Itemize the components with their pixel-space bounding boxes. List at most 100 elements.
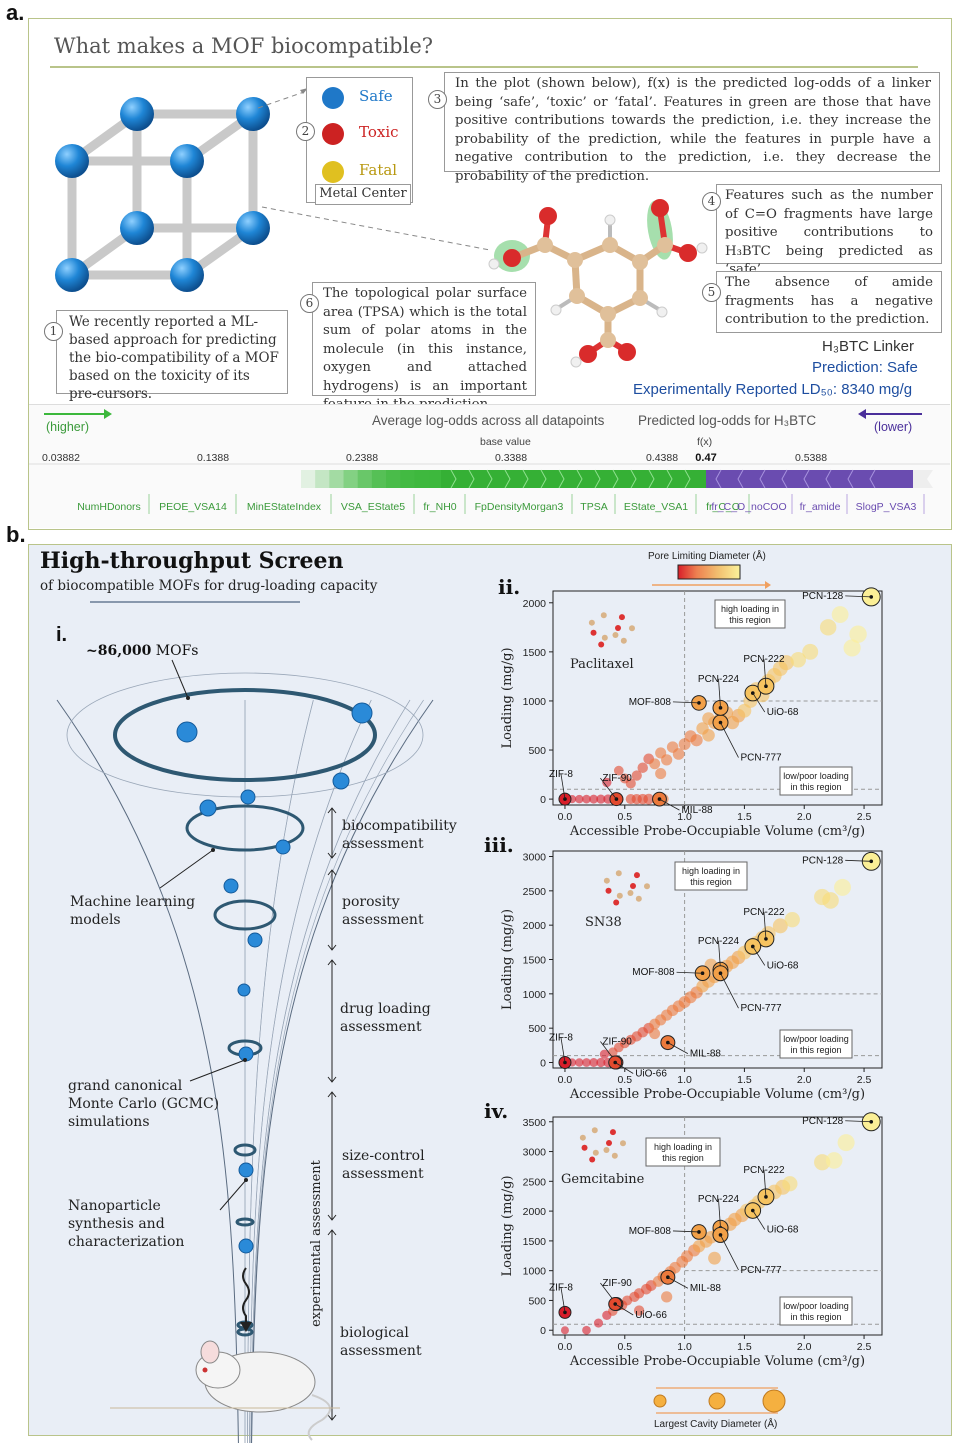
- low-region-box: [779, 1296, 853, 1326]
- funnel-ring: [113, 688, 377, 782]
- shap-chevron: [666, 469, 673, 489]
- fx-label: f(x): [697, 436, 713, 448]
- marker-1: 1: [44, 322, 63, 341]
- low-region-box: [779, 1029, 853, 1059]
- mouse-icon: [110, 1340, 340, 1441]
- lower-arrow: [858, 409, 922, 419]
- drug-molecule-atom: [616, 892, 623, 899]
- drug-name: SN38: [585, 915, 622, 930]
- mof-ball: [199, 799, 217, 817]
- y-axis-label: Loading (mg/g): [500, 909, 515, 1010]
- y-tick-label: 1500: [523, 955, 547, 967]
- mof-label: MIL-88: [690, 1049, 722, 1060]
- pld-legend-label: Pore Limiting Diameter (Å): [648, 551, 766, 562]
- plot-panel-label: ii.: [498, 575, 520, 599]
- x-tick-label: 2.5: [857, 1074, 872, 1086]
- mof-label: UiO-66: [635, 1069, 667, 1080]
- drug-molecule-atom: [615, 870, 622, 877]
- high-region-text: high loading in: [682, 866, 740, 876]
- shap-feature-positive: NumHDonors: [77, 501, 141, 513]
- title-underline: [50, 66, 918, 68]
- drug-molecule-atom: [615, 625, 621, 631]
- y-tick-label: 2000: [523, 920, 547, 932]
- y-tick-label: 1500: [523, 647, 547, 659]
- mof-cube-diagram: [55, 97, 270, 292]
- shap-feature-positive: MinEStateIndex: [247, 501, 322, 513]
- data-point: [589, 1058, 599, 1067]
- low-region-text: low/poor loading: [783, 1301, 849, 1311]
- shap-chevron: [803, 469, 810, 489]
- mof-label: PCN-128: [802, 591, 844, 602]
- shap-chevron: [869, 469, 876, 489]
- drug-molecule-atom: [590, 629, 597, 636]
- mof-label: PCN-224: [698, 1194, 740, 1205]
- x-tick-label: 2.0: [797, 811, 812, 823]
- mof-ball: [237, 983, 251, 997]
- data-point: [702, 712, 715, 725]
- y-axis-label: Loading (mg/g): [500, 647, 515, 748]
- data-point: [819, 619, 837, 636]
- x-tick-label: 2.0: [797, 1341, 812, 1353]
- fx-value: 0.47: [695, 452, 716, 464]
- marker-3: 3: [428, 90, 447, 109]
- plot-panel-label: iii.: [484, 833, 514, 857]
- shap-chevron: [486, 469, 493, 489]
- shap-feature-positive: FpDensityMorgan3: [475, 501, 564, 513]
- drug-molecule-atom: [589, 1156, 596, 1163]
- mof-label: PCN-128: [802, 1116, 844, 1127]
- shap-area: [29, 404, 950, 528]
- plot-panel-label: iv.: [484, 1099, 508, 1123]
- mof-label: UiO-66: [635, 1310, 667, 1321]
- h3btc-molecule: [488, 199, 708, 368]
- drug-molecule-atom: [627, 890, 634, 897]
- stage-porosity: porosity assessment: [342, 894, 424, 928]
- x-axis-label: Accessible Probe-Occupiable Volume (cm³/…: [569, 824, 865, 839]
- data-point: [613, 765, 624, 776]
- low-region-text: low/poor loading: [783, 1034, 849, 1044]
- data-point: [790, 651, 807, 668]
- funnel-ring: [213, 899, 277, 931]
- funnel-mesh-line: [247, 699, 314, 1443]
- low-region-text: in this region: [790, 782, 841, 792]
- y-tick-label: 500: [528, 1295, 546, 1307]
- panel-b-title: High-throughput Screen: [40, 548, 344, 574]
- funnel-edge: [56, 699, 239, 1443]
- x-tick-label: 2.0: [797, 1074, 812, 1086]
- shap-feature-negative: fr_amide: [800, 501, 841, 513]
- legend-toxic: Toxic: [359, 123, 399, 141]
- data-point: [649, 758, 661, 770]
- nano-leader: [219, 1179, 247, 1211]
- data-point: [661, 1291, 673, 1303]
- low-region-text: in this region: [790, 1312, 841, 1322]
- legend-caption: Metal Center: [315, 184, 411, 205]
- data-point: [661, 754, 673, 766]
- drug-molecule-atom: [588, 619, 595, 626]
- mofs-leader: [171, 659, 189, 699]
- high-region-box: [714, 599, 786, 629]
- lower-label: (lower): [874, 420, 913, 434]
- data-point: [582, 1058, 591, 1067]
- note-3: In the plot (shown below), f(x) is the p…: [444, 72, 940, 184]
- x-tick-label: 2.5: [857, 1341, 872, 1353]
- drug-name: Gemcitabine: [561, 1172, 645, 1187]
- shap-tick: 0.2388: [346, 452, 378, 464]
- x-tick-label: 1.0: [677, 1341, 692, 1353]
- shap-tick: 0.1388: [197, 452, 229, 464]
- drug-molecule-atom: [603, 1147, 610, 1154]
- y-tick-label: 0: [540, 794, 546, 806]
- mof-label: PCN-222: [743, 1165, 785, 1176]
- shap-chevron: [540, 469, 547, 489]
- marker-4: 4: [702, 192, 721, 211]
- shap-chevron: [468, 469, 475, 489]
- mof-label: MOF-808: [629, 697, 672, 708]
- data-point: [575, 794, 584, 804]
- avg-logodds-label: Average log-odds across all datapoints: [372, 413, 605, 428]
- mof-label: ZIF-90: [602, 1278, 632, 1289]
- drug-molecule-atom: [635, 895, 642, 902]
- funnel-mesh-line: [249, 699, 372, 1443]
- drug-molecule-atom: [620, 637, 627, 644]
- linker-name: H₃BTC Linker: [822, 338, 914, 355]
- y-tick-label: 1000: [523, 1266, 547, 1278]
